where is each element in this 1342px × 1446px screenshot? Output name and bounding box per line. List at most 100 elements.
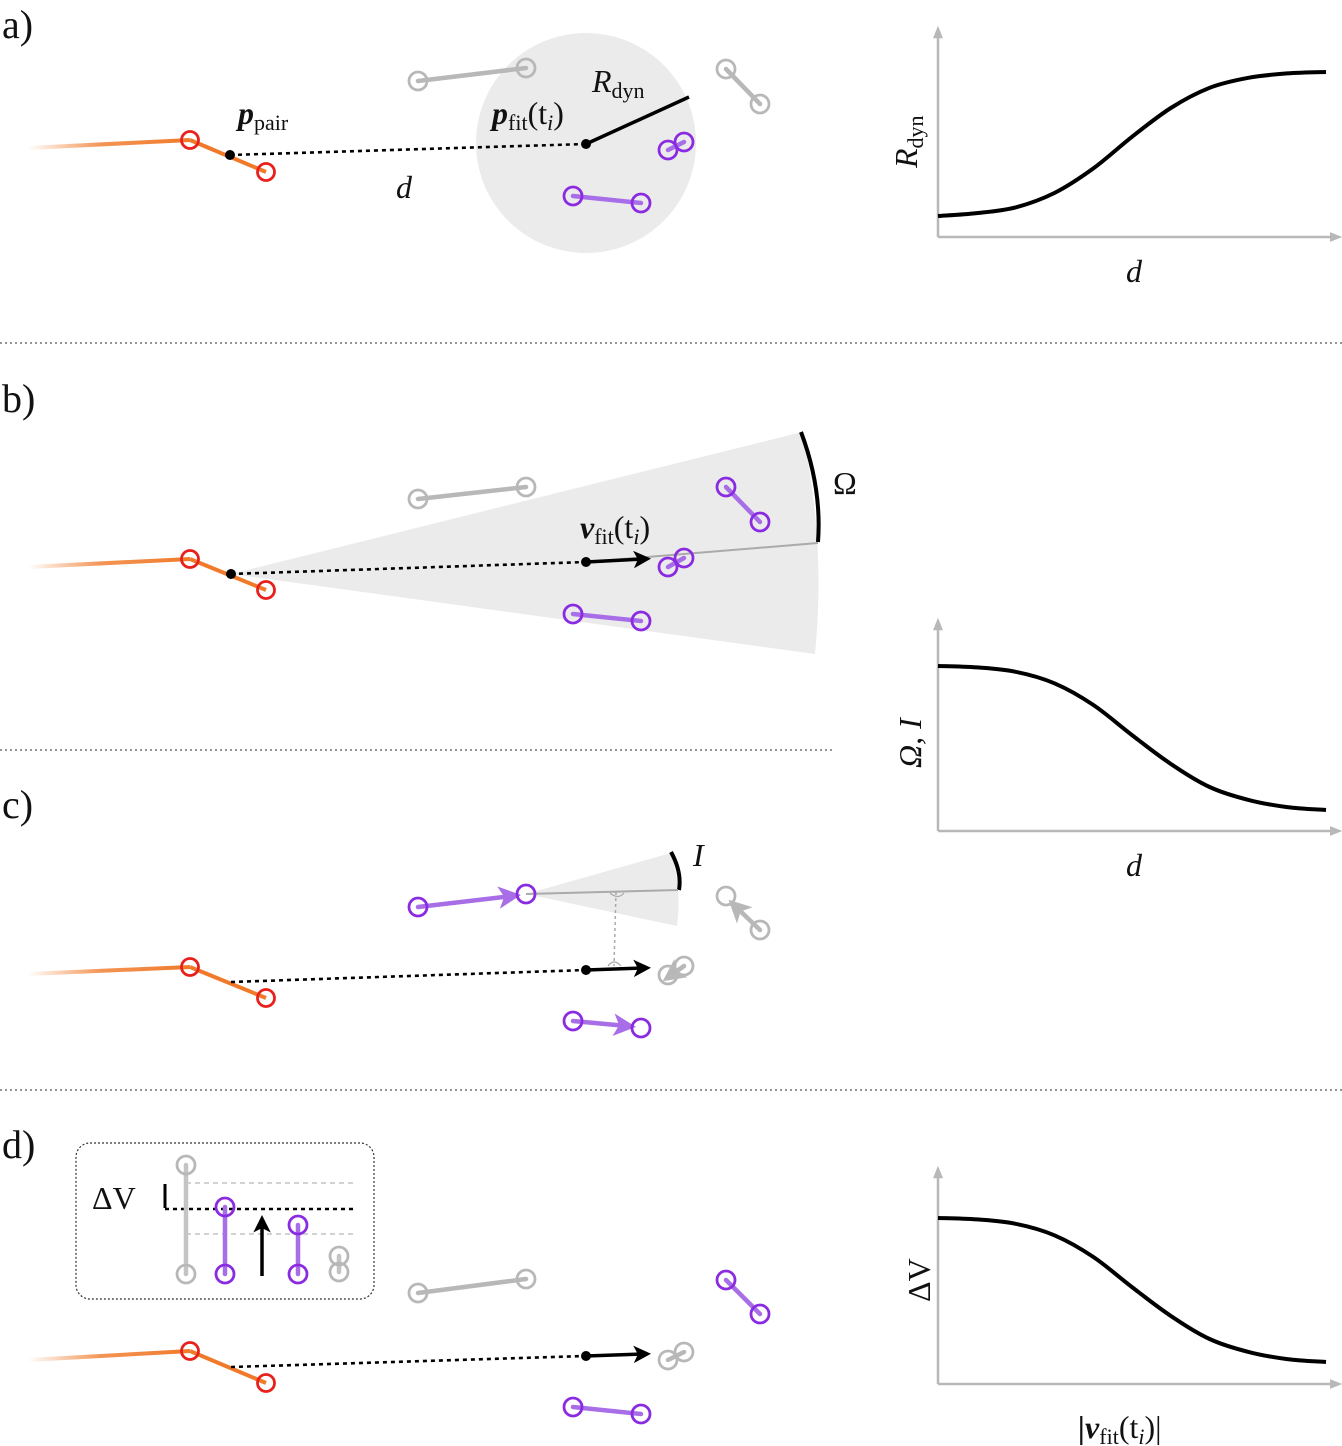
chart-d-x-label-arg-sub: i <box>1138 1424 1144 1446</box>
gray-hit <box>715 885 737 907</box>
purple-hit <box>630 610 652 632</box>
label-p-fit-main: p <box>489 95 508 131</box>
label-r-dyn-sub: dyn <box>612 78 645 103</box>
pair-hit-1 <box>180 1341 200 1361</box>
label-omega: Ω <box>833 465 857 501</box>
inclination-cone <box>526 853 679 926</box>
purple-hit <box>715 476 737 498</box>
purple-doublet-arrow <box>415 886 521 910</box>
panel-label-b: b) <box>2 376 35 421</box>
gray-hit <box>175 1263 197 1285</box>
cone-axis-line <box>525 889 679 895</box>
i-arc <box>669 851 682 891</box>
track-trail-orange <box>27 1349 191 1362</box>
purple-hit <box>562 1010 584 1032</box>
chart-d-x-label-main: |v <box>1078 1409 1100 1445</box>
purple-doublet-link <box>570 193 644 206</box>
label-v-fit: vfit(ti) <box>580 509 650 549</box>
purple-hit <box>673 547 695 569</box>
pair-hit-1 <box>180 130 200 150</box>
label-r-dyn: Rdyn <box>591 63 645 103</box>
chart-d-x-label: |vfit(ti)| <box>1078 1409 1162 1446</box>
gray-hit <box>407 1282 429 1304</box>
purple-hit <box>287 1263 309 1285</box>
chart-a-y-label-main: R <box>888 148 924 169</box>
chart-d-series-line <box>937 1216 1327 1364</box>
purple-hit <box>562 185 584 207</box>
omega-arc <box>799 431 821 543</box>
gray-hit <box>328 1245 350 1267</box>
chart-b-x-label: d <box>1126 847 1143 883</box>
purple-hit <box>562 1396 584 1418</box>
gray-hit <box>673 955 695 977</box>
track-trail-orange <box>27 557 191 569</box>
track-trail-orange <box>27 138 191 150</box>
gray-doublet-link <box>415 484 529 502</box>
gray-doublet-arrow <box>728 899 763 933</box>
chart-rdyn-vs-d: d Rdyn <box>888 25 1342 289</box>
pair-link <box>189 1349 267 1385</box>
gray-hit <box>328 1261 350 1283</box>
delta-v-inset <box>75 1142 375 1300</box>
label-p-fit-sub: fit <box>508 110 528 135</box>
chart-b-y-label: Ω, I <box>892 717 928 768</box>
purple-hit <box>715 1269 737 1291</box>
gray-hit <box>515 476 537 498</box>
distance-line <box>230 560 587 576</box>
pair-hit-2 <box>256 988 276 1008</box>
distance-line <box>229 142 587 157</box>
gray-hit <box>175 1154 197 1176</box>
gray-doublet-link <box>415 65 529 84</box>
purple-doublet-link <box>570 611 644 624</box>
chart-d-x-label-sub: fit <box>1099 1424 1119 1446</box>
label-v-fit-arg-sub: i <box>633 524 639 549</box>
panel-a: a) ppair pfit(ti) Rdyn d <box>2 2 1342 289</box>
panel-b: b) vfit(ti) Ω <box>2 376 857 654</box>
gray-doublet-link <box>415 1276 529 1296</box>
purple-doublet-link <box>723 1277 763 1317</box>
gray-hit <box>673 1341 695 1363</box>
gray-hit <box>657 964 679 986</box>
gray-hit <box>749 93 771 115</box>
pair-hit-2 <box>256 162 276 182</box>
chart-d-x-label-arg: (t <box>1119 1409 1139 1445</box>
chart-b-series-line <box>937 664 1327 812</box>
panel-label-c: c) <box>2 782 33 827</box>
gray-hit <box>407 70 429 92</box>
distance-line <box>230 1354 587 1369</box>
chart-delta-v-vs-vfit: |vfit(ti)| ΔV <box>901 1165 1342 1446</box>
label-p-fit-arg: (t <box>528 95 548 131</box>
purple-hit <box>630 1017 652 1039</box>
pair-link <box>189 965 267 1000</box>
purple-hit <box>214 1263 236 1285</box>
panel-c: c) I <box>2 782 771 1039</box>
label-v-fit-sub: fit <box>594 524 614 549</box>
chart-a-x-label: d <box>1126 253 1143 289</box>
right-angle-mark <box>607 961 622 967</box>
purple-hit <box>749 1303 771 1325</box>
purple-hit <box>214 1196 236 1218</box>
chart-omega-i-vs-d: d Ω, I <box>892 617 1342 883</box>
distance-line <box>230 968 587 984</box>
gray-hit <box>407 488 429 510</box>
label-d: d <box>396 169 413 205</box>
track-trail-orange <box>27 965 191 976</box>
radius-line <box>585 95 690 146</box>
right-angle-mark <box>609 892 625 898</box>
panel-label-a: a) <box>2 2 33 47</box>
gray-hit <box>515 1268 537 1290</box>
purple-hit <box>630 192 652 214</box>
search-cone <box>231 432 819 654</box>
chart-a-y-label: Rdyn <box>888 115 928 169</box>
label-r-dyn-main: R <box>591 63 612 99</box>
purple-hit <box>657 139 679 161</box>
label-p-fit-close: ) <box>553 95 564 131</box>
velocity-arrow <box>585 959 651 978</box>
purple-hit <box>657 556 679 578</box>
label-delta-v: ΔV <box>92 1180 136 1216</box>
purple-hit <box>562 603 584 625</box>
gray-hit <box>749 919 771 941</box>
purple-hit <box>287 1214 309 1236</box>
pair-hit-1 <box>180 549 200 569</box>
